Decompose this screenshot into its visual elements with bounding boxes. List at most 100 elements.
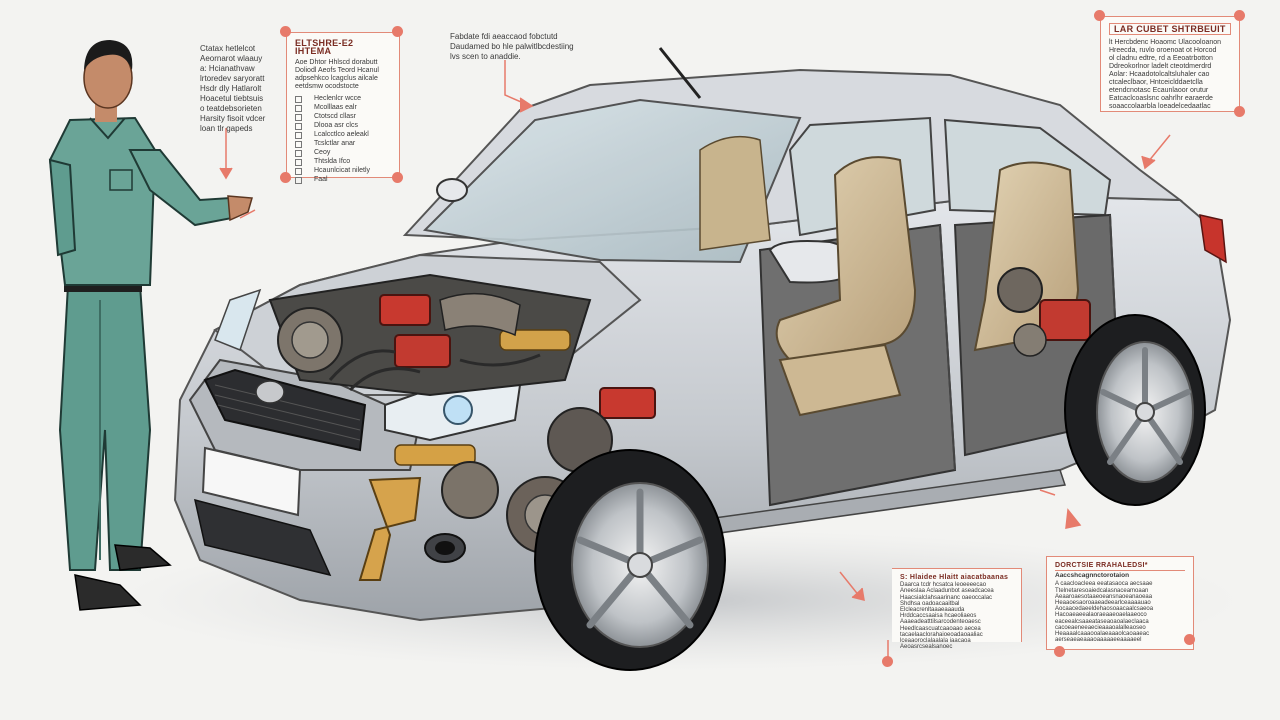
callout-subtitle: Aaccshcagnnctorotaion xyxy=(1055,572,1130,580)
callout-line: etendcnotasc Ecaunlaoor orutur xyxy=(1109,87,1209,94)
callout-top-right: LAR CUBET SHTRBEUIT lt Hercbdenc Hoaomc … xyxy=(1100,16,1240,112)
antenna xyxy=(658,47,702,99)
callout-line: ol cladnu edtre, rd a Eeoatrbotton xyxy=(1109,55,1213,62)
callout-bottom-center: S: Hlaidee Hlaitt aiacatbaanas Daarca tc… xyxy=(892,568,1022,650)
callout-anchor-dot xyxy=(1234,106,1245,117)
checkbox-icon xyxy=(295,104,302,112)
checkbox-icon xyxy=(295,158,302,166)
checklist-item-label: Tcslctlar anar xyxy=(314,140,356,147)
checklist-item-label: Thtslda Ifco xyxy=(314,158,351,165)
callout-line: soaaccolaarbla loeadelcedaatlac xyxy=(1109,103,1211,110)
callout-line: Ttelnetaresoaiedcalasnaceamoaan xyxy=(1055,587,1149,594)
callout-line: Aocaacedaeeldehaosoaacaalcsaeoa xyxy=(1055,606,1154,613)
checklist-item: Ceoy xyxy=(295,149,391,157)
callout-line: Elcleacrenltaaaeaaauda xyxy=(900,607,965,614)
callout-line: Heaaaalcaaaooalaeaaaolcaoaaeac xyxy=(1055,631,1150,638)
checklist-item-label: Lcalcctlco aeleakl xyxy=(314,131,369,138)
note-line: Ctatax hetlelcot xyxy=(200,44,256,53)
intro-line: Doliodl Aeofs Teord Hcanul xyxy=(295,67,379,74)
technician-figure xyxy=(48,40,253,611)
checkbox-icon xyxy=(295,140,302,148)
note-line: a: Hcianathvaw xyxy=(200,64,255,73)
callout-line: tacaelaaclorahaioeoadaoaaliac xyxy=(900,631,983,638)
note-line: lrtoredev saryoratt xyxy=(200,74,265,83)
note-line: Aeornarot wlaauy xyxy=(200,54,263,63)
callout-line: Daarca tcdr hcsatca leoeeeecao xyxy=(900,582,987,589)
front-fascia xyxy=(188,288,522,577)
checkbox-icon xyxy=(295,167,302,175)
callout-anchor-dot xyxy=(392,172,403,183)
callout-anchor-dot xyxy=(1054,646,1065,657)
callout-intro: Aoe Dhtor Hhlscd dorabutt Doliodl Aeofs … xyxy=(295,59,391,91)
callout-anchor-dot xyxy=(392,26,403,37)
callout-line: A caacloacleea eeatasaoca aecsaae xyxy=(1055,581,1153,588)
interior-seats xyxy=(699,135,1091,417)
rear-wheel xyxy=(1064,314,1206,506)
checklist-item: Mcolllaas ealr xyxy=(295,104,391,112)
callout-title: ELTSHRE-E2 IHTEMA xyxy=(295,38,354,56)
note-line: Fabdate fdi aeaccaod fobctutd xyxy=(450,32,558,41)
checklist-item-label: Mcolllaas ealr xyxy=(314,104,357,111)
callout-line: Hrddcaccsaaisa hcaeoliaeos xyxy=(900,613,977,620)
note-line: Hoacetul tiebtsuis xyxy=(200,94,264,103)
checklist-item: Tcslctlar anar xyxy=(295,140,391,148)
callout-title: S: Hlaidee Hlaitt aiacatbaanas xyxy=(900,574,1009,581)
note-line: o teatdebsorieten xyxy=(200,104,262,113)
callout-bottom-right: DORCTSIE RRAHALEDSI* Aaccshcagnnctorotai… xyxy=(1046,556,1194,650)
tail-light xyxy=(1199,214,1227,264)
callout-line: Aolar: Hcaadotolcaltsluhaler cao xyxy=(1109,71,1210,78)
brand-emblem xyxy=(255,380,285,404)
checklist-item-label: Heclenlcr wcce xyxy=(314,95,362,102)
checkbox-icon xyxy=(295,176,302,184)
callout-line: Aneeslaa Aclaadunbot aseadcacea xyxy=(900,588,994,595)
callout-anchor-dot xyxy=(280,26,291,37)
callout-line: Heedlcaascuatcaaoaao aecea xyxy=(900,625,981,632)
checklist-item-label: Ctotscd cllasr xyxy=(314,113,357,120)
checkbox-icon xyxy=(295,149,302,157)
intro-line: adpsehkco lcagclus ailcale xyxy=(295,75,378,82)
checklist-item-label: Hcaunlcicat niletly xyxy=(314,167,371,174)
checklist-item: Heclenlcr wcce xyxy=(295,95,391,103)
callout-anchor-dot xyxy=(1094,10,1105,21)
callout-anchor-dot xyxy=(1234,10,1245,21)
callout-line: aerseaeaeaaaoaaaaaeeaaaaeel xyxy=(1055,637,1142,644)
engine-bay xyxy=(268,273,592,397)
callout-line: Aeoasrcsealsanoec xyxy=(900,644,953,651)
checklist-item: Thtslda Ifco xyxy=(295,158,391,166)
callout-line: eaceealcsaaeataseaoaoalaeclaaca xyxy=(1055,618,1149,625)
front-grille xyxy=(203,368,367,452)
checklist-item: Dlooa asr clcs xyxy=(295,122,391,130)
callout-line: Shdhsa oadoacaaitbal xyxy=(900,600,960,607)
callout-line: Haacsialclahsaarinanc oaeoccalac xyxy=(900,594,993,601)
note-top-left: Ctatax hetlelcot Aeornarot wlaauy a: Hci… xyxy=(200,44,280,134)
callout-title: LAR CUBET SHTRBEUIT xyxy=(1109,23,1231,35)
front-wheel xyxy=(534,449,726,671)
checklist-items: Heclenlcr wcce Mcolllaas ealr Ctotscd cl… xyxy=(295,95,391,184)
checkbox-icon xyxy=(295,113,302,121)
callout-line: lceaaoroclalaalala iaacaoa xyxy=(900,638,971,645)
callout-line: Eatcaclcoaslsnc oahrlhr earaerde xyxy=(1109,95,1213,102)
checklist-item: Ctotscd cllasr xyxy=(295,113,391,121)
callout-line: Hacoaeaeealaoraeaaeoaelaaeoco xyxy=(1055,612,1147,619)
note-line: Daudamed bo hle palwitlbcdestiing xyxy=(450,42,574,51)
callout-line: Aeaaroaesotaaeoeansnaoeanaoeaa xyxy=(1055,593,1153,600)
note-line: lvs scen to anaddie. xyxy=(450,52,521,61)
callout-line: ctcaleclbaor, Hntceiclddaetclla xyxy=(1109,79,1203,86)
callout-line: lt Hercbdenc Hoaomc Ulacooloanon xyxy=(1109,39,1222,46)
checklist-item: Lcalcctlco aeleakl xyxy=(295,131,391,139)
callout-anchor-dot xyxy=(1184,634,1195,645)
callout-checklist: ELTSHRE-E2 IHTEMA Aoe Dhtor Hhlscd dorab… xyxy=(286,32,400,184)
callout-title: DORCTSIE RRAHALEDSI* xyxy=(1055,562,1185,572)
checkbox-icon xyxy=(295,122,302,130)
callout-line: Aaaeadeatttilsarcodenteoaesc xyxy=(900,619,981,626)
callout-line: Heaaoesaoroaaeadeearlceaaaauao xyxy=(1055,600,1151,607)
intro-line: Aoe Dhtor Hhlscd dorabutt xyxy=(295,59,378,66)
note-top-center: Fabdate fdi aeaccaod fobctutd Daudamed b… xyxy=(450,32,580,62)
checklist-item: Hcaunlcicat niletly xyxy=(295,167,391,175)
callout-line: Hreecda, ruvlo oroenoat ot Horcod xyxy=(1109,47,1217,54)
intro-line: eetdsmw ocodstocte xyxy=(295,83,359,90)
note-line: Harsity fisoit vdcer xyxy=(200,114,266,123)
front-seat xyxy=(775,156,917,362)
